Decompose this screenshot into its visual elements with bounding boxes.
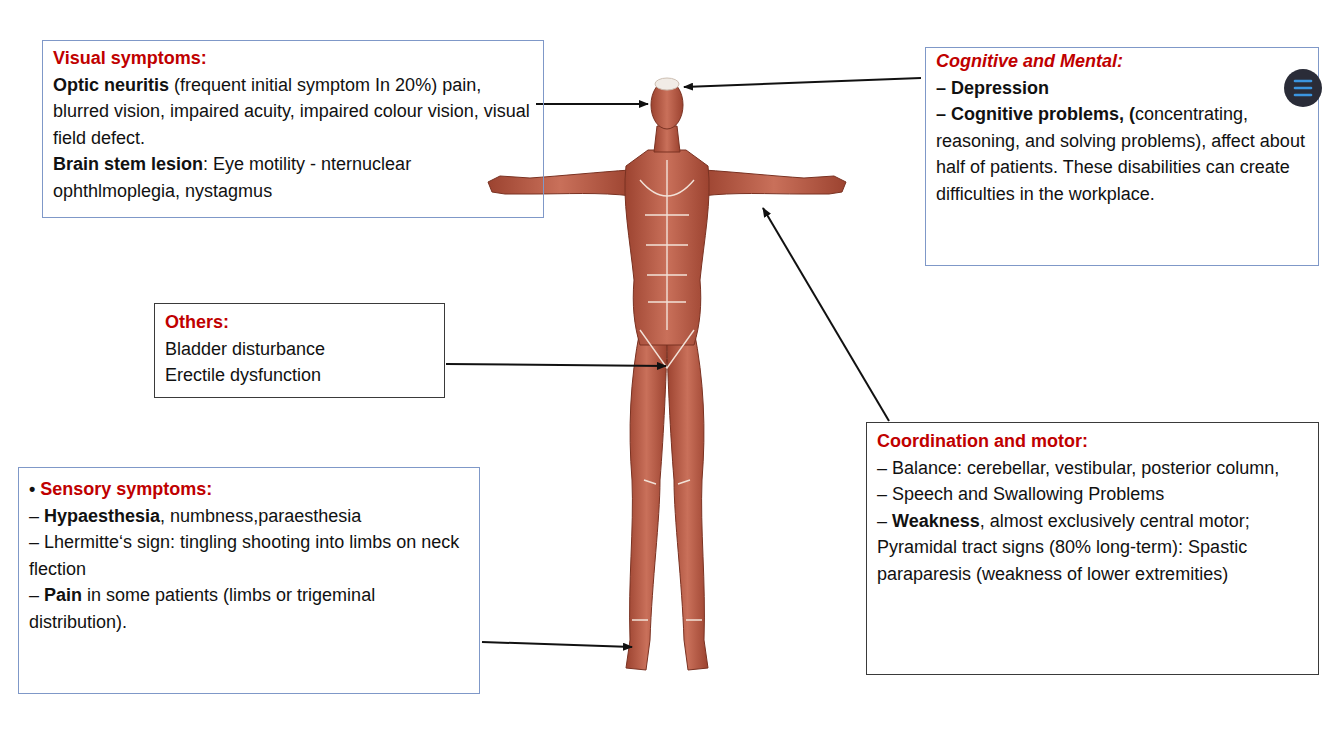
figure-details	[632, 160, 702, 620]
text-line: Optic neuritis (frequent initial symptom…	[53, 72, 533, 152]
text-line: Bladder disturbance	[165, 336, 434, 363]
menu-icon-disc	[1284, 69, 1322, 107]
box-text: –	[877, 511, 892, 531]
box-text: – Depression	[936, 78, 1049, 98]
box-text: – Speech and Swallowing Problems	[877, 484, 1164, 504]
box-heading: Visual symptoms:	[53, 48, 207, 68]
box-text: Bladder disturbance	[165, 339, 325, 359]
text-line: Brain stem lesion: Eye motility - nternu…	[53, 151, 533, 204]
text-line: Coordination and motor:	[877, 428, 1308, 455]
box-heading: Coordination and motor:	[877, 431, 1088, 451]
text-line: – Weakness, almost exclusively central m…	[877, 508, 1308, 588]
others-box: Others: Bladder disturbanceErectile dysfu…	[154, 303, 445, 398]
box-text: –	[29, 506, 44, 526]
box-heading: Others:	[165, 312, 229, 332]
box-text: •	[29, 479, 40, 499]
box-text: –	[29, 585, 44, 605]
box-heading: Sensory symptoms:	[40, 479, 212, 499]
box-text: Erectile dysfunction	[165, 365, 321, 385]
box-text: Brain stem lesion	[53, 154, 203, 174]
text-line: Erectile dysfunction	[165, 362, 434, 389]
box-text: – Cognitive problems, (	[936, 104, 1135, 124]
text-line: – Depression	[936, 75, 1308, 102]
human-figure	[488, 81, 846, 670]
box-heading: Cognitive and Mental:	[936, 51, 1123, 71]
leader-line	[482, 642, 632, 647]
coordination-motor-box: Coordination and motor: – Balance: cerebe…	[866, 422, 1319, 675]
text-line: Visual symptoms:	[53, 45, 533, 72]
box-text: Pain	[44, 585, 82, 605]
leader-line	[536, 103, 648, 105]
text-line: – Lhermitte‘s sign: tingling shooting in…	[29, 529, 469, 582]
text-line: – Speech and Swallowing Problems	[877, 481, 1308, 508]
text-line: Others:	[165, 309, 434, 336]
box-text: – Lhermitte‘s sign: tingling shooting in…	[29, 532, 459, 579]
text-line: – Pain in some patients (limbs or trigem…	[29, 582, 469, 635]
text-line: • Sensory symptoms:	[29, 476, 469, 503]
leader-line	[684, 78, 921, 87]
sensory-symptoms-box: • Sensory symptoms:– Hypaesthesia, numbn…	[18, 467, 480, 694]
leader-line	[763, 208, 889, 421]
hair	[655, 78, 679, 90]
cognitive-mental-box: Cognitive and Mental: – Depression – Cogni…	[925, 47, 1319, 266]
box-text: Optic neuritis	[53, 75, 169, 95]
box-text: , numbness,paraesthesia	[160, 506, 361, 526]
visual-symptoms-box: Visual symptoms: Optic neuritis (frequent…	[42, 40, 544, 218]
box-text: Hypaesthesia	[44, 506, 160, 526]
leader-lines	[446, 78, 921, 647]
box-text: Weakness	[892, 511, 980, 531]
text-line: – Cognitive problems, (concentrating, re…	[936, 101, 1308, 207]
text-line: – Balance: cerebellar, vestibular, poste…	[877, 455, 1308, 482]
box-text: – Balance: cerebellar, vestibular, poste…	[877, 458, 1279, 478]
leader-line	[446, 364, 666, 366]
text-line: Cognitive and Mental:	[936, 48, 1308, 75]
menu-icon-bars	[1295, 81, 1311, 95]
text-line: – Hypaesthesia, numbness,paraesthesia	[29, 503, 469, 530]
